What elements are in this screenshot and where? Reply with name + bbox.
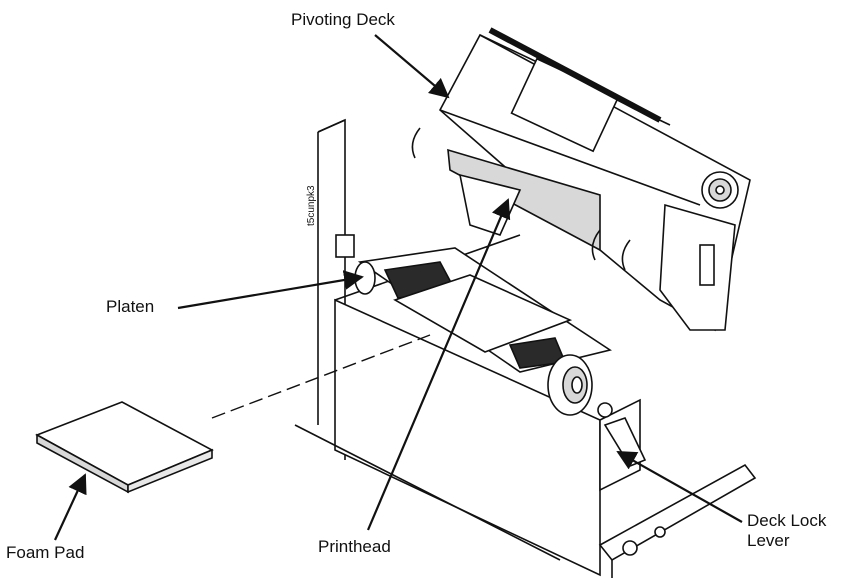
arrow-pivoting-deck — [374, 34, 450, 99]
label-platen: Platen — [106, 297, 155, 316]
label-foam-pad: Foam Pad — [6, 543, 85, 562]
arrow-deck-lock-lever — [616, 451, 743, 523]
label-printhead: Printhead — [318, 537, 391, 556]
arrow-platen — [177, 270, 364, 310]
label-pivoting-deck: Pivoting Deck — [291, 10, 395, 29]
label-deck-lock-line1: Deck Lock — [747, 511, 827, 530]
foam-pad — [35, 401, 214, 494]
figure-code: t5cunpk3 — [306, 185, 317, 226]
arrow-printhead — [366, 198, 511, 531]
label-deck-lock-lever: Deck Lock Lever — [747, 511, 826, 551]
leader-arrows — [54, 34, 743, 541]
arrow-foam-pad — [54, 473, 87, 541]
media-sheet — [393, 274, 573, 353]
label-deck-lock-line2: Lever — [747, 531, 790, 550]
pivoting-deck — [411, 27, 751, 332]
